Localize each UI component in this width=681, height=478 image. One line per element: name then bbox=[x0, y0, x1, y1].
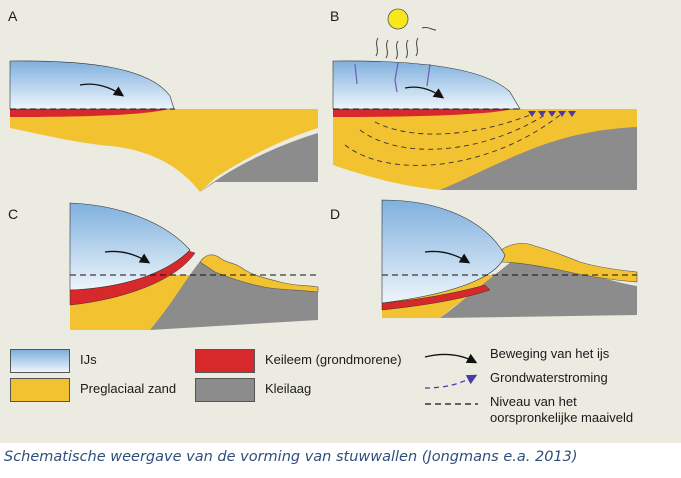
panel-b-seepage bbox=[528, 111, 576, 117]
panel-b-clay bbox=[440, 127, 637, 190]
panel-c-clay bbox=[150, 258, 318, 330]
legend-ice-label: IJs bbox=[80, 352, 97, 367]
panel-a-clay bbox=[200, 133, 318, 192]
legend-ice-swatch bbox=[10, 349, 70, 373]
panel-d-ice-arrow bbox=[424, 250, 471, 264]
panel-a-till bbox=[10, 108, 172, 117]
legend-ground-level-label-2: oorspronkelijke maaiveld bbox=[490, 410, 634, 425]
figure-caption: Schematische weergave van de vorming van… bbox=[4, 449, 578, 465]
legend-ground-level-label-1: Niveau van het bbox=[490, 394, 577, 409]
panel-a bbox=[9, 60, 318, 192]
legend-clay-label: Kleilaag bbox=[265, 381, 312, 396]
panel-b-ice-arrow bbox=[404, 86, 445, 99]
panel-label-a: A bbox=[8, 8, 18, 24]
legend-groundwater-label: Grondwaterstroming bbox=[490, 370, 608, 385]
legend-sand-swatch bbox=[10, 378, 70, 402]
legend-till-label: Keileem (grondmorene) bbox=[265, 352, 402, 367]
panel-label-d: D bbox=[330, 206, 341, 222]
panel-b-crevasse-1 bbox=[354, 63, 358, 85]
legend-clay-swatch bbox=[195, 378, 255, 402]
panel-d-pushed-sand bbox=[494, 243, 638, 283]
sun-icon bbox=[387, 8, 409, 30]
panel-a-sand bbox=[10, 109, 318, 192]
panel-b bbox=[332, 8, 637, 190]
panel-a-ice-arrow bbox=[79, 83, 125, 97]
panel-b-till bbox=[333, 108, 518, 117]
panel-label-b: B bbox=[330, 8, 340, 24]
panel-c-pushed-sand bbox=[199, 254, 319, 293]
legend-ice-arrow bbox=[424, 353, 478, 364]
diagram-svg bbox=[9, 8, 638, 405]
panel-d bbox=[381, 199, 638, 318]
panel-b-groundwater bbox=[344, 114, 561, 166]
panel-b-sand bbox=[333, 109, 637, 190]
diagram-figure: A B C D IJs Preglaciaal zand Keileem (gr… bbox=[0, 0, 681, 443]
panel-b-crevasse-2 bbox=[394, 62, 399, 93]
legend-till-swatch bbox=[195, 349, 255, 373]
panel-c-ice bbox=[69, 202, 191, 291]
legend-sand-label: Preglaciaal zand bbox=[80, 381, 177, 396]
legend-ice-movement-label: Beweging van het ijs bbox=[490, 346, 610, 361]
panel-label-c: C bbox=[8, 206, 19, 222]
panel-b-crevasse-3 bbox=[426, 63, 431, 87]
panel-c-ice-arrow bbox=[104, 250, 151, 264]
panel-c bbox=[69, 202, 319, 330]
panel-d-clay bbox=[440, 255, 637, 318]
panel-b-ice bbox=[332, 60, 521, 110]
sun-rays bbox=[375, 26, 437, 60]
panel-d-ice bbox=[381, 199, 506, 304]
panel-a-ice bbox=[9, 60, 175, 110]
panel-d-till bbox=[381, 284, 491, 311]
legend-groundwater-arrow bbox=[424, 374, 478, 389]
